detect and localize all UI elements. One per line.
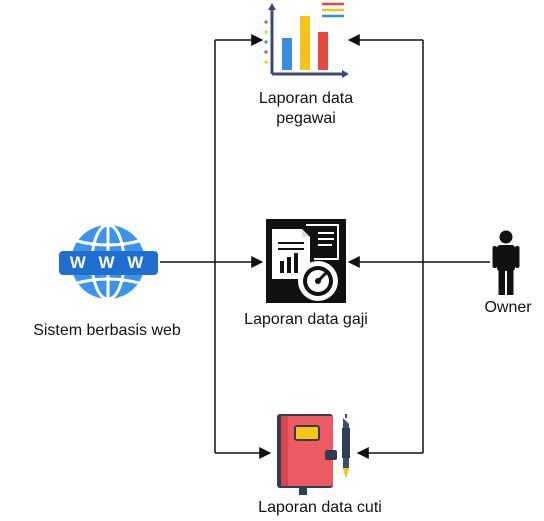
bar-chart-icon <box>264 2 349 78</box>
notebook-pen-icon <box>277 414 350 495</box>
web-label: Sistem berbasis web <box>33 322 181 339</box>
pegawai-label-line1: Laporan data <box>258 90 354 107</box>
globe-www-icon <box>59 223 158 301</box>
salary-report-gauge-icon <box>266 219 346 303</box>
node-pegawai <box>262 0 352 82</box>
node-web: W W W <box>59 223 158 301</box>
gaji-label: Laporan data gaji <box>244 311 368 328</box>
node-cuti <box>273 412 357 496</box>
node-gaji <box>266 219 346 303</box>
www-text: W W W <box>69 253 148 272</box>
cuti-label: Laporan data cuti <box>258 499 382 516</box>
node-owner <box>491 230 521 295</box>
pegawai-label-line2: pegawai <box>276 110 336 127</box>
owner-label: Owner <box>484 299 532 316</box>
person-icon <box>492 230 520 295</box>
